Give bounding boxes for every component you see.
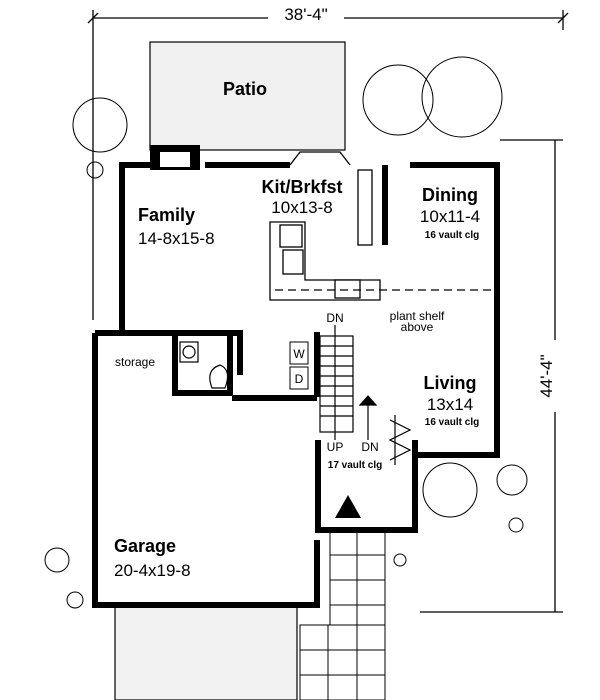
dryer-label: D bbox=[295, 372, 304, 386]
family-size: 14-8x15-8 bbox=[138, 229, 215, 248]
entry-note: 17 vault clg bbox=[328, 460, 382, 471]
entry-down-label: DN bbox=[361, 440, 378, 454]
storage-label: storage bbox=[115, 355, 155, 369]
dining-size: 10x11-4 bbox=[420, 207, 480, 226]
depth-dimension: 44'-4" bbox=[420, 139, 564, 613]
garage-label: Garage bbox=[114, 536, 176, 556]
dining-label: Dining bbox=[422, 185, 478, 205]
depth-label: 44'-4" bbox=[537, 354, 556, 397]
washer-label: W bbox=[293, 347, 305, 361]
driveway bbox=[114, 604, 298, 700]
kitchen-size: 10x13-8 bbox=[271, 198, 332, 217]
entry-arrow bbox=[335, 495, 361, 518]
width-dimension: 38'-4" bbox=[87, 4, 569, 320]
laundry: W D bbox=[289, 341, 309, 390]
kitchen-label: Kit/Brkfst bbox=[261, 177, 342, 197]
living-size: 13x14 bbox=[427, 395, 473, 414]
living-label: Living bbox=[424, 373, 477, 393]
powder-room-fixtures bbox=[179, 341, 229, 389]
stair-down-label: DN bbox=[326, 311, 343, 325]
garage-size: 20-4x19-8 bbox=[114, 561, 191, 580]
stairs bbox=[319, 325, 412, 465]
family-label: Family bbox=[138, 205, 195, 225]
kitchen-counters bbox=[269, 169, 495, 301]
patio-label: Patio bbox=[223, 79, 267, 99]
patio bbox=[149, 41, 346, 151]
plant-shelf-label-2: above bbox=[401, 320, 434, 334]
walls bbox=[92, 145, 500, 608]
front-walk bbox=[299, 529, 386, 700]
landscape-trees bbox=[44, 56, 528, 609]
living-note: 16 vault clg bbox=[425, 417, 479, 428]
dining-note: 16 vault clg bbox=[425, 230, 479, 241]
stair-up-label: UP bbox=[327, 440, 344, 454]
width-label: 38'-4" bbox=[284, 5, 327, 24]
plant-shelf-label: plant shelf bbox=[390, 309, 445, 323]
